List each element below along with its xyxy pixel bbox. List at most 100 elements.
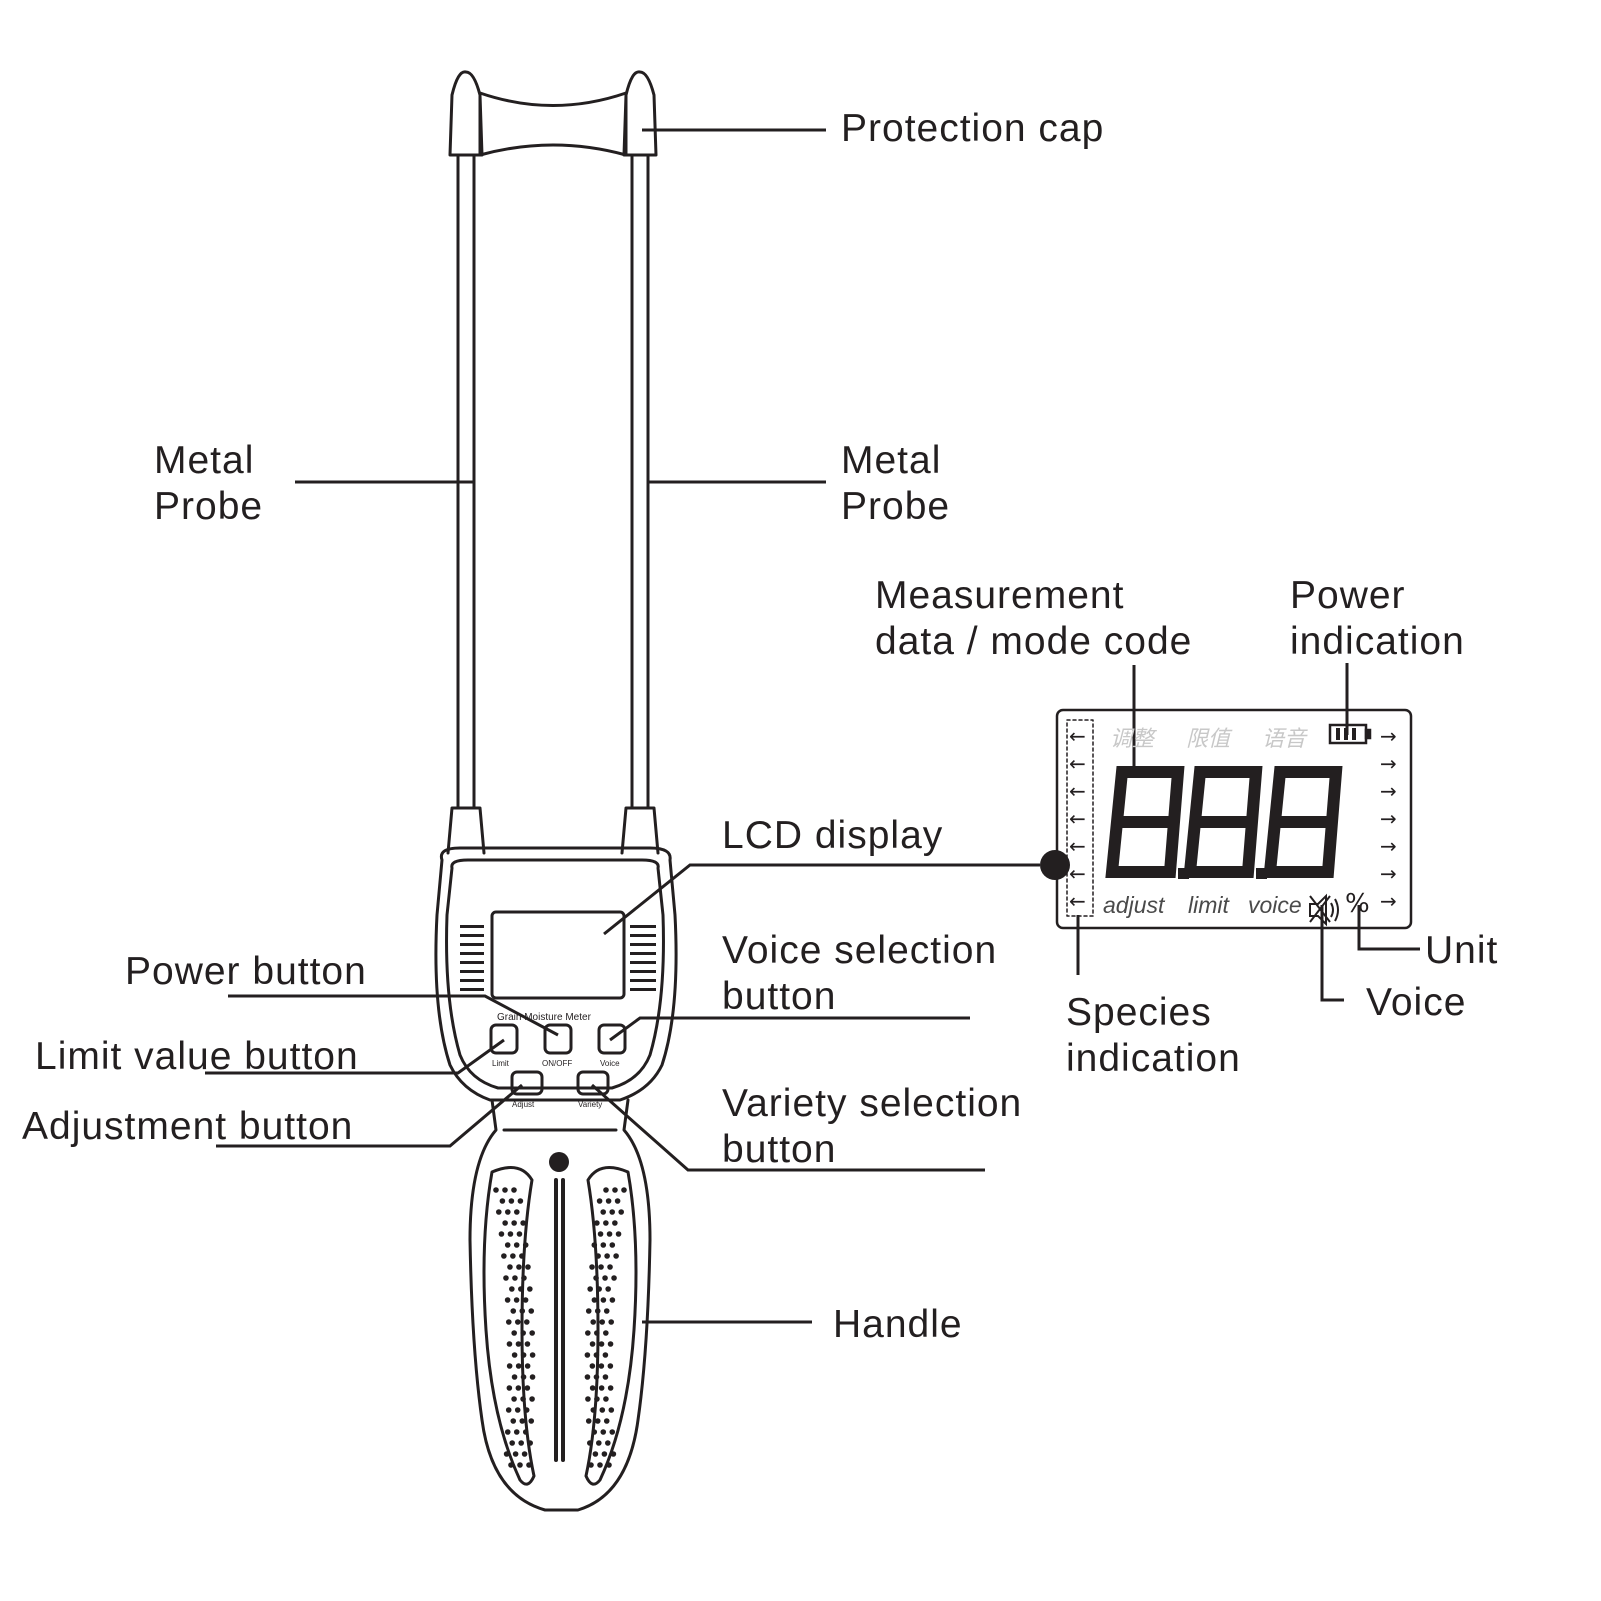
grip-dot xyxy=(601,1451,608,1457)
grip-dot xyxy=(505,1407,512,1413)
grip-dot xyxy=(524,1341,531,1347)
arrow-left-icon: ← xyxy=(1069,862,1086,886)
grip-dot xyxy=(602,1275,608,1281)
grip-dot xyxy=(501,1253,507,1259)
arrow-left-icon: ← xyxy=(1069,834,1086,858)
grip-dot xyxy=(520,1374,527,1380)
grip-dot xyxy=(520,1396,526,1402)
grip-dot xyxy=(515,1363,522,1369)
grip-dot xyxy=(523,1319,530,1325)
grip-dot xyxy=(612,1187,618,1193)
grip-dot xyxy=(502,1220,508,1226)
grip-dot xyxy=(493,1187,499,1193)
label-metal-probe-left: Metal Probe xyxy=(154,438,263,530)
grip-dot xyxy=(590,1407,597,1413)
arrow-right-icon: → xyxy=(1380,724,1397,748)
grip-dot xyxy=(513,1297,520,1303)
lcd-connection-dot xyxy=(1040,850,1070,880)
label-measurement-data-line2: data / mode code xyxy=(875,620,1193,663)
grip-dot xyxy=(589,1363,596,1369)
grip-dot xyxy=(591,1297,598,1303)
grip-dot xyxy=(499,1198,506,1204)
grip-dot xyxy=(503,1275,509,1281)
grip-dot xyxy=(518,1440,524,1446)
grip-dot xyxy=(513,1429,520,1435)
label-metal-probe-right: Metal Probe xyxy=(841,438,950,530)
arrow-left-icon: ← xyxy=(1069,752,1086,776)
speaker-muted-icon xyxy=(1309,893,1339,927)
handle-body xyxy=(468,1098,652,1512)
grip-dot xyxy=(508,1462,514,1468)
grip-dot xyxy=(589,1341,596,1347)
device-limit-label: Limit xyxy=(492,1059,510,1068)
grip-dot xyxy=(603,1308,610,1314)
label-metal-probe-right-line2: Probe xyxy=(841,485,951,528)
limit-value-button[interactable] xyxy=(489,1023,519,1055)
grip-dot xyxy=(607,1385,614,1391)
grip-dot xyxy=(594,1220,600,1226)
lcd-unit-symbol: % xyxy=(1345,889,1370,919)
variety-list-mark xyxy=(460,925,484,928)
grip-dot xyxy=(608,1319,615,1325)
grip-dot xyxy=(587,1440,593,1446)
adjustment-button[interactable] xyxy=(510,1070,544,1096)
variety-selection-button[interactable] xyxy=(576,1070,610,1096)
grip-dot xyxy=(509,1440,515,1446)
grip-dot xyxy=(528,1308,535,1314)
grip-dot xyxy=(585,1308,592,1314)
device-lcd-window xyxy=(490,910,626,1000)
variety-list-mark xyxy=(460,961,484,964)
grip-dot xyxy=(512,1275,518,1281)
grip-dot xyxy=(521,1451,528,1457)
label-variety-selection-line2: button xyxy=(722,1128,837,1171)
grip-dot xyxy=(511,1220,517,1226)
metal-probe-left xyxy=(448,70,484,810)
grip-dot xyxy=(592,1451,599,1457)
handle-hole xyxy=(549,1152,569,1172)
grip-dot xyxy=(593,1352,600,1358)
arrow-right-icon: → xyxy=(1380,862,1397,886)
grip-dot xyxy=(605,1286,611,1292)
grip-dot xyxy=(515,1385,522,1391)
protection-cap xyxy=(478,91,628,157)
grip-dot xyxy=(522,1242,529,1248)
lcd-cn-adjust: 调整 xyxy=(1110,727,1157,752)
label-voice-selection-line1: Voice selection xyxy=(722,929,998,972)
grip-dot xyxy=(609,1209,616,1215)
grip-dot xyxy=(590,1319,597,1325)
grip-dot xyxy=(521,1275,527,1281)
voice-selection-button[interactable] xyxy=(597,1023,627,1055)
lcd-cn-voice: 语音 xyxy=(1262,727,1308,752)
grip-dot xyxy=(596,1440,602,1446)
variety-list-mark xyxy=(460,943,484,946)
grip-dot xyxy=(525,1264,531,1270)
label-species-indication-line2: indication xyxy=(1066,1037,1241,1080)
grip-dot xyxy=(515,1341,522,1347)
label-voice: Voice xyxy=(1366,981,1467,1024)
label-limit-value-button: Limit value button xyxy=(35,1035,359,1078)
grip-dot xyxy=(614,1198,621,1204)
device-variety-label: Variety xyxy=(578,1100,602,1109)
grip-dot xyxy=(589,1264,595,1270)
grip-dot xyxy=(597,1462,603,1468)
arrow-left-icon: ← xyxy=(1069,807,1086,831)
lcd-adjust-label: adjust xyxy=(1103,892,1166,918)
grip-dot xyxy=(519,1418,526,1424)
grip-dot xyxy=(611,1275,617,1281)
power-button[interactable] xyxy=(543,1023,573,1055)
arrow-right-icon: → xyxy=(1380,834,1397,858)
grip-dot xyxy=(594,1396,600,1402)
label-power-indication-line2: indication xyxy=(1290,620,1465,663)
grip-dot xyxy=(512,1451,519,1457)
grip-dot xyxy=(609,1242,616,1248)
grip-dot xyxy=(524,1385,531,1391)
grip-dot xyxy=(596,1286,602,1292)
grip-dot xyxy=(511,1187,517,1193)
grip-dot xyxy=(603,1396,609,1402)
grip-dot xyxy=(598,1363,605,1369)
grip-dot xyxy=(504,1209,511,1215)
grip-dot xyxy=(527,1286,533,1292)
grip-dot xyxy=(600,1297,607,1303)
grip-dot xyxy=(615,1231,622,1237)
